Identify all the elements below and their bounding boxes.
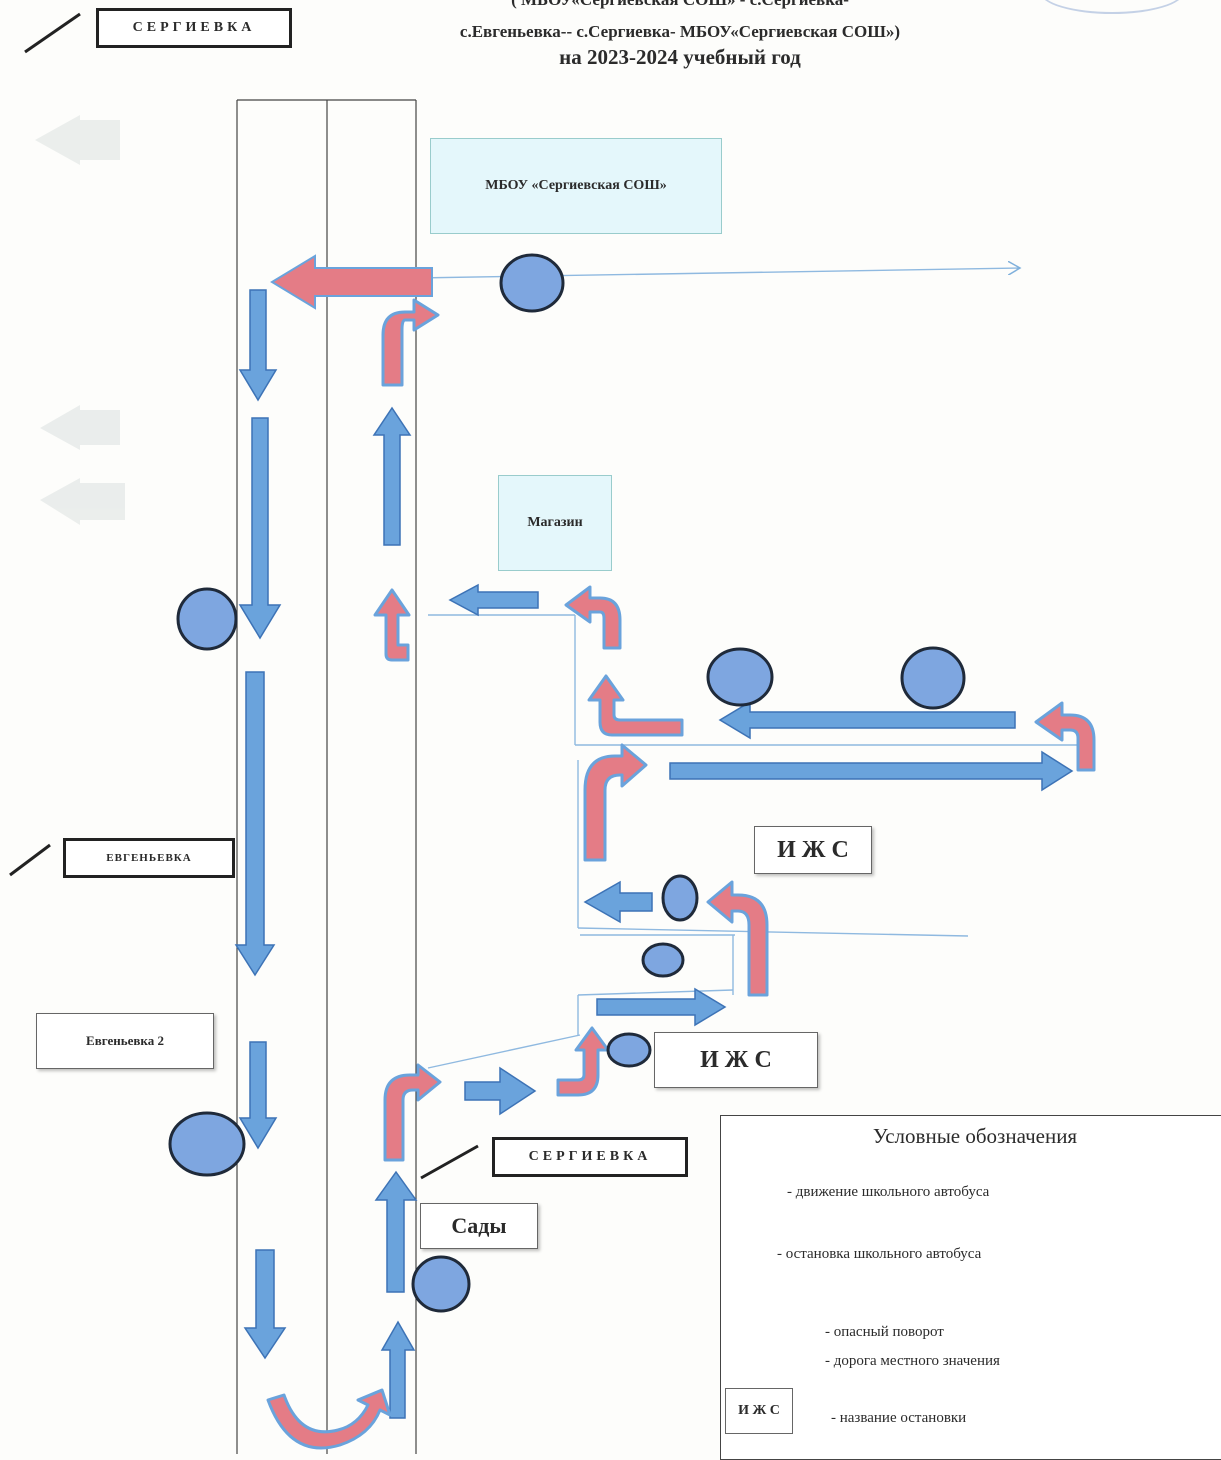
legend-bus-stop: - остановка школьного автобуса [777,1246,982,1262]
stop-ihs-3 [661,874,699,922]
local-roads [415,268,1095,1069]
stop-ihs-1 [706,647,774,707]
stop-ihs-4 [641,942,685,978]
label-evgenevka: ЕВГЕНЬЕВКА [63,838,235,878]
stop-evgenevka2 [168,1111,246,1177]
label-school: МБОУ «Сергиевская СОШ» [430,138,722,234]
bus-route-arrows [234,289,1074,1419]
legend-stop-name-sample: И Ж С [725,1388,793,1434]
legend-local-road: - дорога местного значения [825,1353,1000,1369]
dangerous-turns [266,298,1096,1450]
legend-title: Условные обозначения [872,1124,1078,1148]
stop-sady [411,1255,471,1313]
legend-bus-route: - движение школьного автобуса [787,1184,990,1200]
header-line-3: на 2023-2024 учебный год [559,45,801,69]
label-izhs-upper: И Ж С [754,826,872,874]
bus-stops [168,253,966,1313]
school-exit-arrow [270,254,433,310]
faint-scan-marks [35,115,125,525]
legend-stop-name: - название остановки [831,1410,967,1426]
stop-ihs-2 [900,646,966,710]
label-izhs-lower: И Ж С [654,1032,818,1088]
label-sergievka-bottom: СЕРГИЕВКА [492,1137,688,1177]
stop-ihs-5 [606,1032,652,1068]
label-pointers [9,12,479,1180]
legend-dangerous-turn: - опасный поворот [825,1324,944,1340]
legend: Условные обозначения - движение школьног… [720,1115,1221,1460]
label-sady: Сады [420,1203,538,1249]
header-line-2: с.Евгеньевка-- с.Сергиевка- МБОУ«Сергиев… [459,22,901,41]
stop-school [499,253,565,313]
stop-main-left [176,587,238,651]
header-line-1: ( МБОУ«Сергиевская СОШ» - с.Сергиевка- [300,0,1060,10]
label-sergievka-top: СЕРГИЕВКА [96,8,292,48]
label-evgenevka2: Евгеньевка 2 [36,1013,214,1069]
label-shop: Магазин [498,475,612,571]
